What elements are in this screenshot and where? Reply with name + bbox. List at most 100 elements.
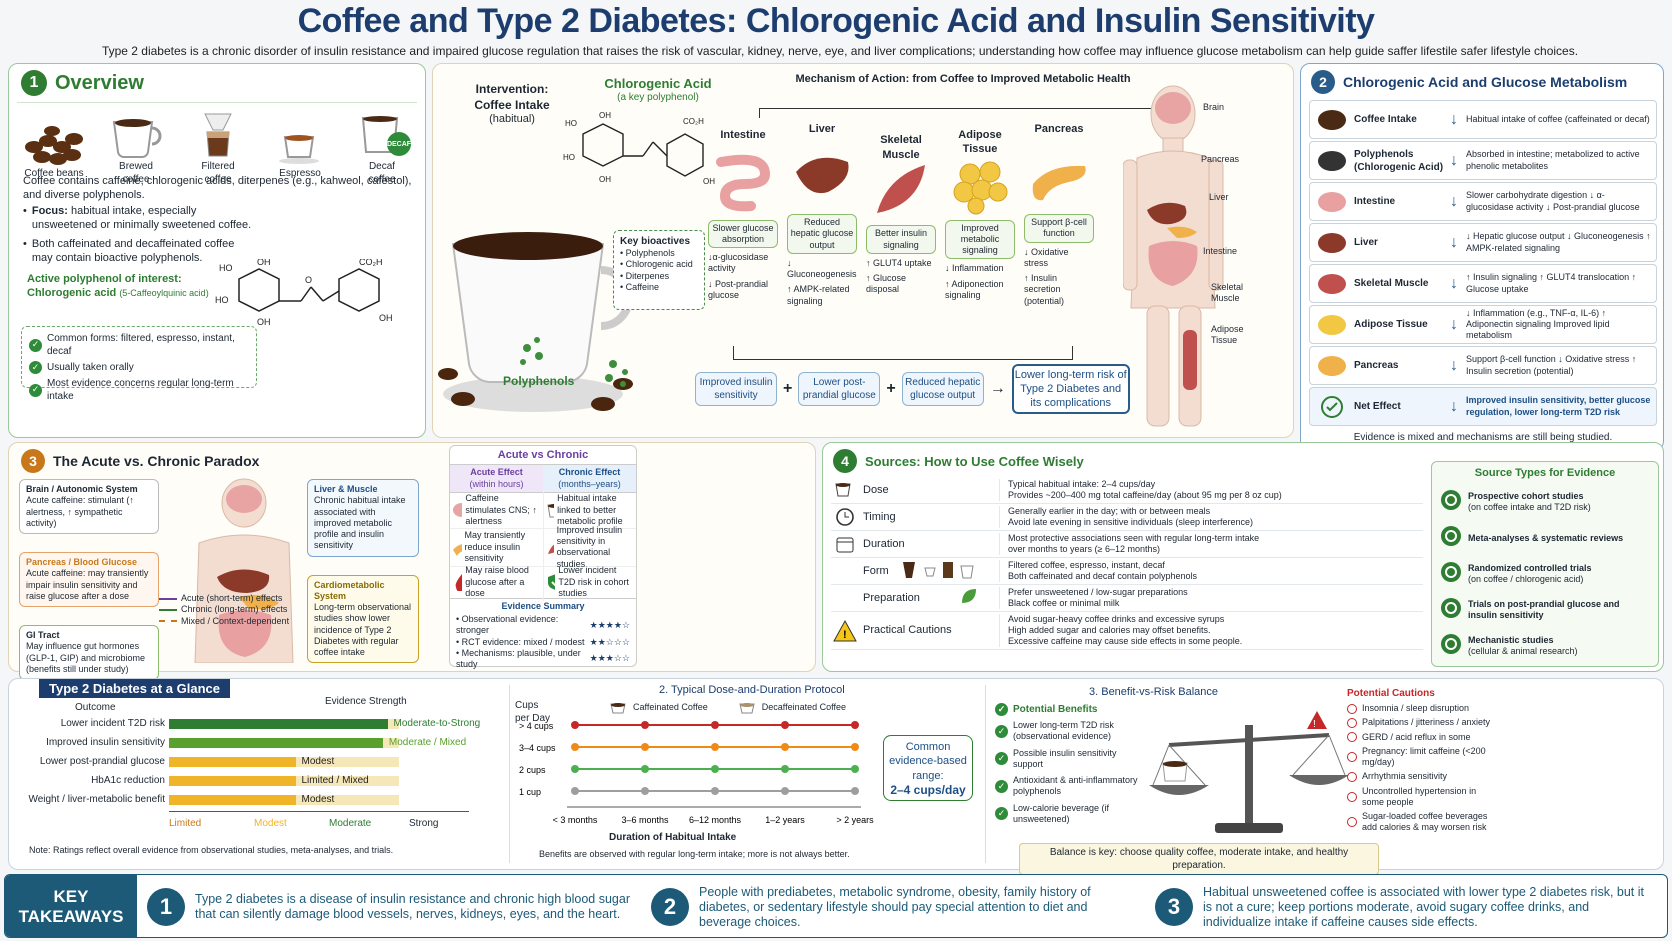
glance-strength: Modest	[301, 794, 335, 805]
organ-pancreas: Pancreas Support β-cell function ↓ Oxida…	[1021, 122, 1097, 307]
evidence-bar	[169, 757, 296, 767]
overview-bullets: •Focus: habitual intake, especially unsw…	[23, 204, 253, 265]
chronic-header: Chronic Effect(months–years)	[543, 465, 636, 492]
caution-text: Arrhythmia sensitivity	[1362, 771, 1448, 782]
coffee-beans-icon	[25, 125, 83, 165]
bioactive-item: • Chlorogenic acid	[620, 259, 693, 270]
section-title: Chlorogenic Acid and Glucose Metabolism	[1343, 74, 1628, 90]
organ-columns: Intestine Slower glucose absorption ↓α-g…	[705, 122, 1097, 307]
check-text: Most evidence concerns regular long-term…	[47, 378, 234, 402]
glance-axis	[169, 811, 469, 812]
svg-text:!: !	[1313, 719, 1316, 730]
product-espresso: Espresso	[265, 117, 335, 180]
evidence-sub: (on coffee intake and T2D risk)	[1468, 502, 1591, 513]
rct-icon	[1440, 561, 1462, 588]
acute-chronic-table: Acute vs Chronic Acute Effect(within hou…	[449, 445, 637, 670]
polyphenols-label: Polyphenols	[503, 374, 575, 388]
molecule-icon	[1310, 148, 1354, 174]
source-label: Form	[863, 564, 889, 577]
organ-effect: Improved metabolic signaling	[945, 219, 1015, 260]
bullet-bold: Focus:	[31, 205, 68, 217]
check-icon: ✓	[995, 807, 1008, 821]
brain-icon	[453, 503, 463, 518]
dose-point	[781, 765, 789, 773]
cga-row-label: Liver	[1354, 237, 1378, 248]
summary-rows: • Observational evidence: stronger★★★★☆•…	[450, 614, 636, 670]
source-line: over months to years (≥ 6–12 months)	[1008, 544, 1161, 554]
clock-icon	[831, 507, 859, 527]
source-line: Most protective associations seen with r…	[1008, 532, 1260, 543]
svg-text:OH: OH	[703, 177, 715, 186]
caution-icon	[1347, 791, 1357, 802]
organ-detail: ↓ Inflammation	[945, 263, 1004, 274]
svg-text:HO: HO	[219, 263, 233, 273]
source-line: Generally earlier in the day; with or be…	[1008, 505, 1211, 516]
evidence-row: Randomized controlled trials(on coffee /…	[1440, 556, 1650, 592]
cga-row-label: Intestine	[1354, 196, 1396, 207]
caution-icon	[1347, 817, 1357, 828]
section-title: The Acute vs. Chronic Paradox	[53, 453, 260, 469]
cga-metabolism-panel: 2 Chlorogenic Acid and Glucose Metabolis…	[1300, 63, 1664, 451]
cga-row-text: ↑ Insulin signaling ↑ GLUT4 translocatio…	[1466, 272, 1637, 294]
check-icon: ✓	[29, 383, 42, 397]
organ-detail: ↑ GLUT4 uptake	[866, 257, 932, 268]
caution-text: Insomnia / sleep disruption	[1362, 703, 1470, 713]
arrow-down-icon: ↓	[1450, 151, 1458, 169]
benefit-item: ✓Antioxidant & anti-inflammatory polyphe…	[995, 775, 1145, 798]
glance-note: Note: Ratings reflect overall evidence f…	[29, 845, 394, 855]
arrow-down-icon: ↓	[1450, 356, 1458, 374]
evidence-text: Trials on post-prandial glucose and insu…	[1468, 599, 1650, 622]
evidence-row: Trials on post-prandial glucose and insu…	[1440, 592, 1650, 628]
evidence-sub: (cellular & animal research)	[1468, 646, 1578, 657]
evidence-row: Meta-analyses & systematic reviews	[1440, 520, 1650, 556]
takeaway-text: Habitual unsweetened coffee is associate…	[1203, 884, 1644, 929]
human-body-icon	[1123, 85, 1224, 427]
bioactive-item: • Caffeine	[620, 281, 660, 292]
caution-text: Uncontrolled hypertension in some people	[1362, 785, 1477, 807]
evidence-bar	[169, 719, 388, 729]
check-icon: ✓	[995, 752, 1008, 766]
organ-detail: ↑ AMPK-related signaling	[787, 284, 850, 306]
takeaways-label: KEY TAKEAWAYS	[5, 875, 137, 937]
evidence-title: Source Types for Evidence	[1474, 467, 1616, 479]
intestine-icon	[1310, 189, 1354, 215]
liver-icon	[796, 157, 849, 194]
evidence-bar-track	[169, 795, 399, 805]
acute-header: Acute Effect(within hours)	[450, 465, 543, 492]
cga-row: Coffee Intake↓Habitual intake of coffee …	[1309, 100, 1657, 139]
cga-row: Liver↓↓ Hepatic glucose output ↓ Glucone…	[1309, 223, 1657, 262]
cga-row: Net Effect↓Improved insulin sensitivity,…	[1309, 387, 1657, 426]
organ-effect: Slower glucose absorption	[708, 219, 778, 249]
dose-point	[781, 721, 789, 729]
dose-point	[781, 743, 789, 751]
section-number: 1	[21, 70, 47, 96]
brewed-coffee-cup-icon	[112, 119, 162, 159]
caution-icon	[1347, 703, 1357, 714]
organ-effect: Support β-cell function	[1024, 214, 1094, 243]
dose-level-label: 1 cup	[519, 787, 541, 797]
check-item: ✓Common forms: filtered, espresso, insta…	[29, 332, 249, 358]
summary-title: Evidence Summary	[501, 600, 585, 611]
page-title: Coffee and Type 2 Diabetes: Chlorogenic …	[297, 2, 1375, 40]
product-label: Filtered coffee	[201, 161, 235, 185]
coffee-cup-icon	[1310, 107, 1354, 133]
caution-text: Palpitations / jitteriness / anxiety	[1362, 717, 1491, 728]
dose-point	[571, 787, 579, 795]
range-label: Common evidence-based range:	[889, 741, 967, 782]
mechanism-title: Mechanism of Action: from Coffee to Impr…	[795, 73, 1131, 85]
bioactive-item: • Diterpenes	[620, 270, 670, 281]
evidence-bar-track	[169, 757, 399, 767]
shield-check-icon	[548, 574, 556, 591]
benefits-title: Potential Benefits	[1013, 704, 1098, 715]
dose-point	[851, 787, 859, 795]
organ-adipose: Adipose Tissue Improved metabolic signal…	[942, 128, 1018, 302]
cga-sub: (a key polyphenol)	[617, 92, 699, 103]
evidence-text: Randomized controlled trials(on coffee /…	[1468, 563, 1592, 586]
